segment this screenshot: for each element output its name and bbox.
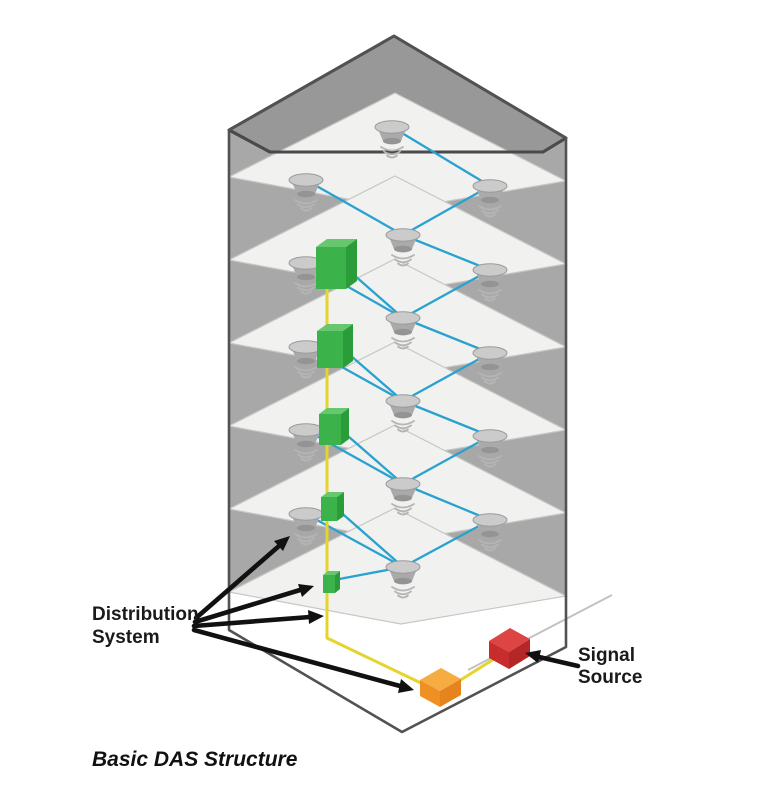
signal-source-unit <box>489 628 530 669</box>
riser-cable <box>325 289 495 686</box>
remote-unit <box>316 239 357 289</box>
master-unit <box>420 668 461 707</box>
remote-unit <box>321 492 344 521</box>
signal-source-label-line2: Source <box>578 667 642 688</box>
signal-source-arrow <box>525 650 581 669</box>
distribution-arrow-4 <box>191 627 414 693</box>
antenna-cabling <box>304 125 492 582</box>
remote-unit <box>317 324 353 368</box>
remote-unit <box>319 408 349 445</box>
roof-edge <box>228 128 567 154</box>
distribution-arrow-1 <box>193 536 290 621</box>
distribution-system-label-line1: Distribution <box>92 604 199 625</box>
remote-unit <box>323 571 340 593</box>
annotation-arrows <box>191 536 581 693</box>
labels: Distribution System Signal Source Basic … <box>92 604 642 771</box>
distribution-arrow-2 <box>192 584 314 625</box>
building-outline <box>227 34 568 734</box>
remote-units <box>316 239 357 593</box>
signal-source-label-line1: Signal <box>578 645 635 666</box>
distribution-arrow-3 <box>191 610 324 629</box>
figure-title: Basic DAS Structure <box>92 748 298 771</box>
distribution-system-label-line2: System <box>92 627 160 648</box>
